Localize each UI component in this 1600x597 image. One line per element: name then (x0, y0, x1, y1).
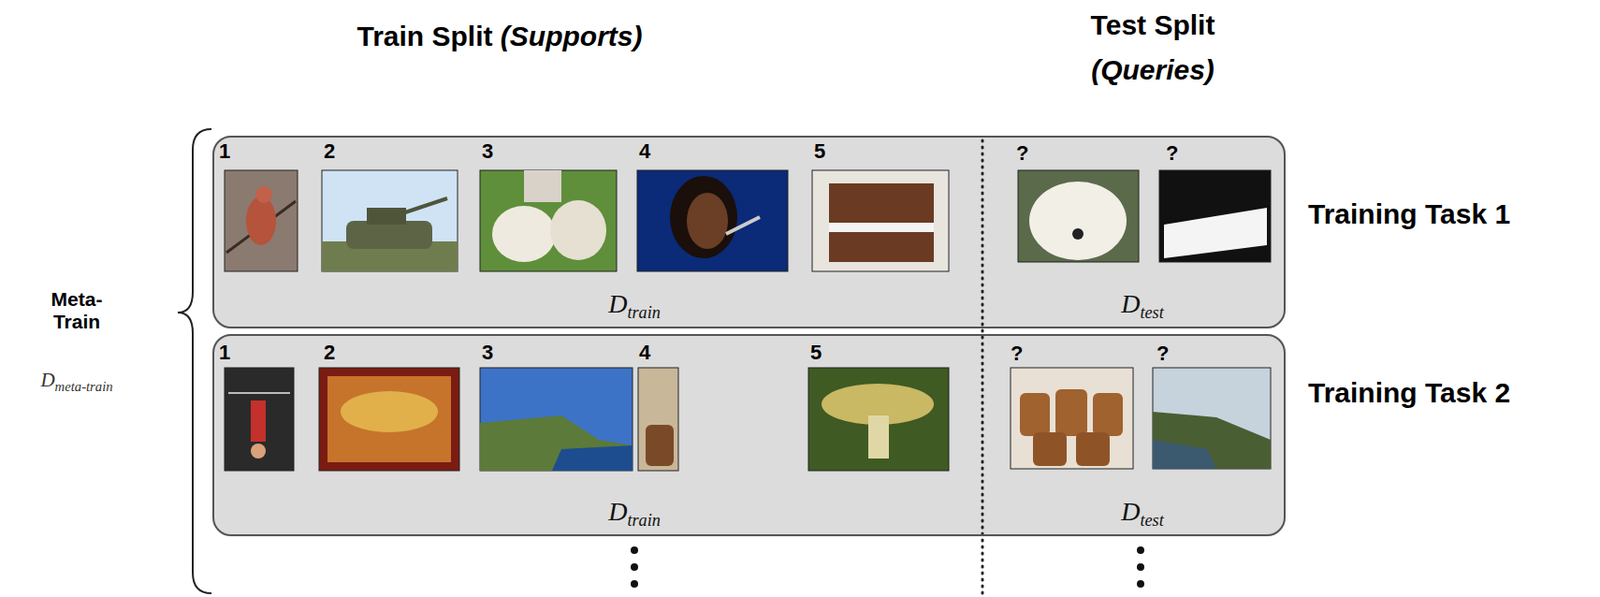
piano-query-photo (1159, 170, 1271, 262)
callout-number: 3 (481, 342, 494, 364)
meta-heading: Meta- Train (39, 288, 115, 334)
barrels-query-photo (1010, 367, 1134, 469)
split-heading: Train Split (Supports) (357, 20, 643, 53)
split-heading: Test Split (Queries) (1063, 2, 1242, 93)
carousel-photo (319, 367, 460, 471)
callout-number: ? (1010, 343, 1023, 364)
callout-number: 3 (481, 141, 494, 162)
row-fill (212, 334, 1286, 537)
gymnast-photo (224, 367, 294, 471)
callout-number: 4 (639, 141, 651, 162)
callout-number: ? (1165, 143, 1179, 164)
task-row-box: DtrainDtestTraining Task 2 (212, 334, 1286, 537)
bird-photo (224, 170, 298, 272)
brace (177, 129, 212, 594)
set-label: Dtrain (608, 289, 661, 323)
piano-photo (812, 170, 949, 272)
callout-number: ? (1156, 343, 1169, 364)
callout-number: 2 (323, 141, 335, 162)
split-line (981, 140, 985, 594)
dog-query-photo (1018, 170, 1139, 262)
callout-number: 1 (218, 342, 231, 364)
dog-photo (480, 170, 617, 272)
mushroom-photo (808, 367, 949, 471)
set-label: Dtest (1120, 496, 1164, 531)
callout-number: 2 (323, 342, 335, 364)
cliff-photo (480, 367, 633, 471)
tank-photo (321, 170, 458, 272)
callout-number: 5 (810, 342, 822, 364)
task-heading: Training Task 1 (1308, 198, 1511, 231)
set-label: Dtest (1120, 289, 1164, 323)
ellipsis-dots (630, 546, 1145, 588)
cliff-query-photo (1152, 367, 1271, 469)
set-label: Dtrain (608, 496, 661, 531)
task-heading: Training Task 2 (1308, 377, 1511, 409)
callout-number: ? (1016, 143, 1029, 164)
callout-number: 4 (639, 342, 651, 364)
callout-number: 1 (218, 141, 231, 162)
barrel-photo (638, 367, 679, 471)
callout-number: 5 (814, 141, 826, 162)
singer-photo (637, 170, 788, 272)
row-fill (212, 135, 1286, 329)
meta-set-label: Dmeta-train (40, 368, 113, 395)
task-row-box: DtrainDtestTraining Task 1 (212, 135, 1286, 329)
